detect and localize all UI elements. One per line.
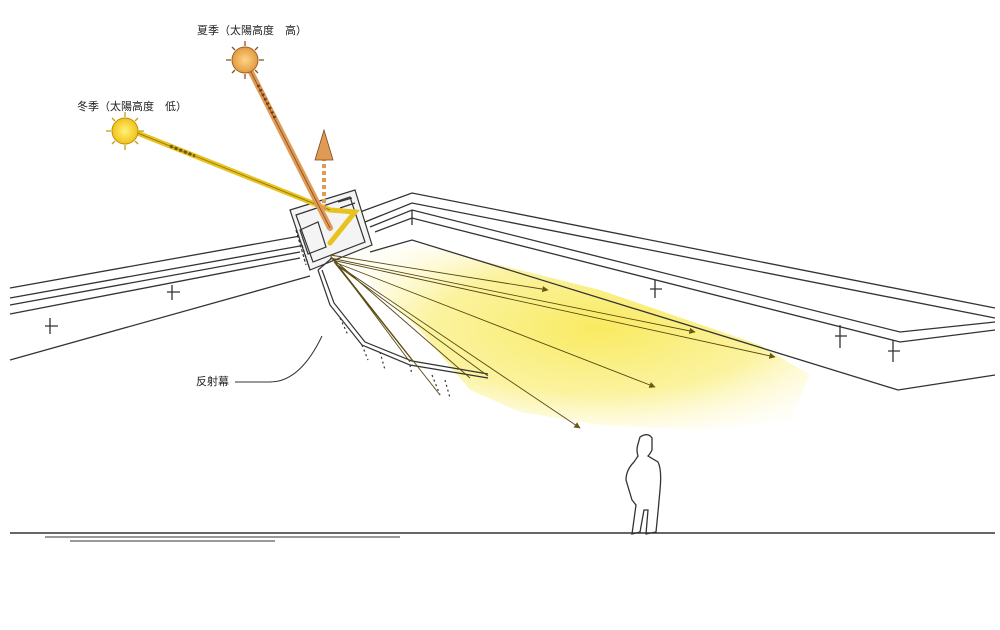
winter-sun-label: 冬季（太陽高度 低）	[77, 100, 187, 113]
sunlight-glow-area	[340, 245, 810, 430]
winter-sun-icon	[106, 112, 144, 150]
winter-sunray	[132, 129, 360, 246]
up-arrow	[314, 128, 334, 210]
summer-sun-icon	[226, 41, 264, 79]
roof-structure	[9, 192, 996, 391]
ground-line	[10, 532, 995, 542]
reflector-label: 反射幕	[196, 375, 229, 388]
reflected-rays	[329, 254, 776, 429]
reflector-leader-line	[235, 335, 323, 383]
summer-sun-label: 夏季（太陽高度 高）	[197, 24, 307, 37]
reflector-screen	[317, 257, 489, 399]
summer-sunray	[247, 67, 333, 231]
person-silhouette-icon	[625, 434, 662, 535]
reflected-rays-back	[329, 254, 489, 396]
